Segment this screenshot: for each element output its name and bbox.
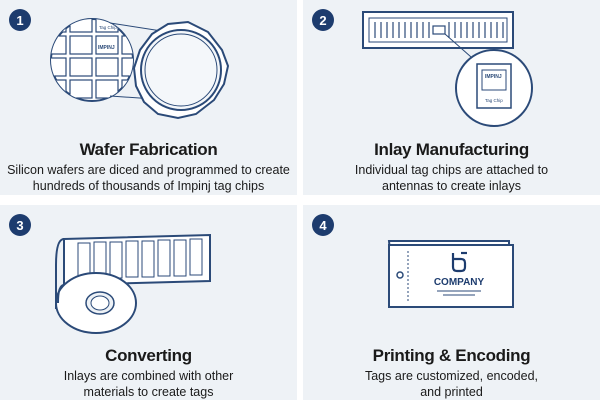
step-description: Individual tag chips are attached to ant… xyxy=(303,162,600,194)
step-description: Tags are customized, encoded, and printe… xyxy=(303,368,600,400)
chip-label: Tag Chip xyxy=(485,98,503,103)
step-number-badge: 3 xyxy=(9,214,31,236)
step-description: Silicon wafers are diced and programmed … xyxy=(0,162,297,194)
step-description: Inlays are combined with other materials… xyxy=(0,368,297,400)
label-roll-icon xyxy=(55,233,211,334)
step-description-line: materials to create tags xyxy=(83,385,214,399)
company-name: COMPANY xyxy=(434,277,485,288)
hang-tag-icon: COMPANY xyxy=(387,240,514,308)
step-title: Converting xyxy=(105,346,192,365)
step-panel-printing-encoding: COMPANY 4 Printing & Encoding Tags are c… xyxy=(303,205,600,400)
step-number-badge: 2 xyxy=(312,9,334,31)
step-number-badge: 4 xyxy=(312,214,334,236)
chip-label: Tag Chip xyxy=(99,25,117,30)
step-title: Wafer Fabrication xyxy=(79,140,218,159)
step-description-line: Tags are customized, encoded, xyxy=(364,369,539,383)
step-panel-wafer-fabrication: Tag Chip IMPINJ 1 Wafer Fabrication Sili… xyxy=(0,0,297,195)
step-description-line: Individual tag chips are attached to xyxy=(354,163,549,177)
step-text: Wafer Fabrication Silicon wafers are dic… xyxy=(0,140,297,194)
step-text: Printing & Encoding Tags are customized,… xyxy=(303,346,600,400)
step-description-line: Inlays are combined with other xyxy=(63,369,234,383)
chip-brand-text: IMPINJ xyxy=(485,74,502,80)
chip-brand-text: IMPINJ xyxy=(98,45,115,51)
step-panel-inlay-manufacturing: IMPINJ Tag Chip 2 Inlay Manufacturing In… xyxy=(303,0,600,195)
step-text: Converting Inlays are combined with othe… xyxy=(0,346,297,400)
company-logo-icon xyxy=(451,251,467,273)
step-text: Inlay Manufacturing Individual tag chips… xyxy=(303,140,600,194)
silicon-wafer-icon: Tag Chip IMPINJ xyxy=(50,18,230,120)
step-title: Printing & Encoding xyxy=(372,346,531,365)
rfid-inlay-icon: IMPINJ Tag Chip xyxy=(362,11,533,127)
step-description-line: Silicon wafers are diced and programmed … xyxy=(7,163,290,177)
step-description-line: and printed xyxy=(420,385,483,399)
step-title: Inlay Manufacturing xyxy=(374,140,529,159)
step-panel-converting: 3 Converting Inlays are combined with ot… xyxy=(0,205,297,400)
step-number-badge: 1 xyxy=(9,9,31,31)
step-description-line: hundreds of thousands of Impinj tag chip… xyxy=(32,179,265,193)
step-description-line: antennas to create inlays xyxy=(382,179,521,193)
